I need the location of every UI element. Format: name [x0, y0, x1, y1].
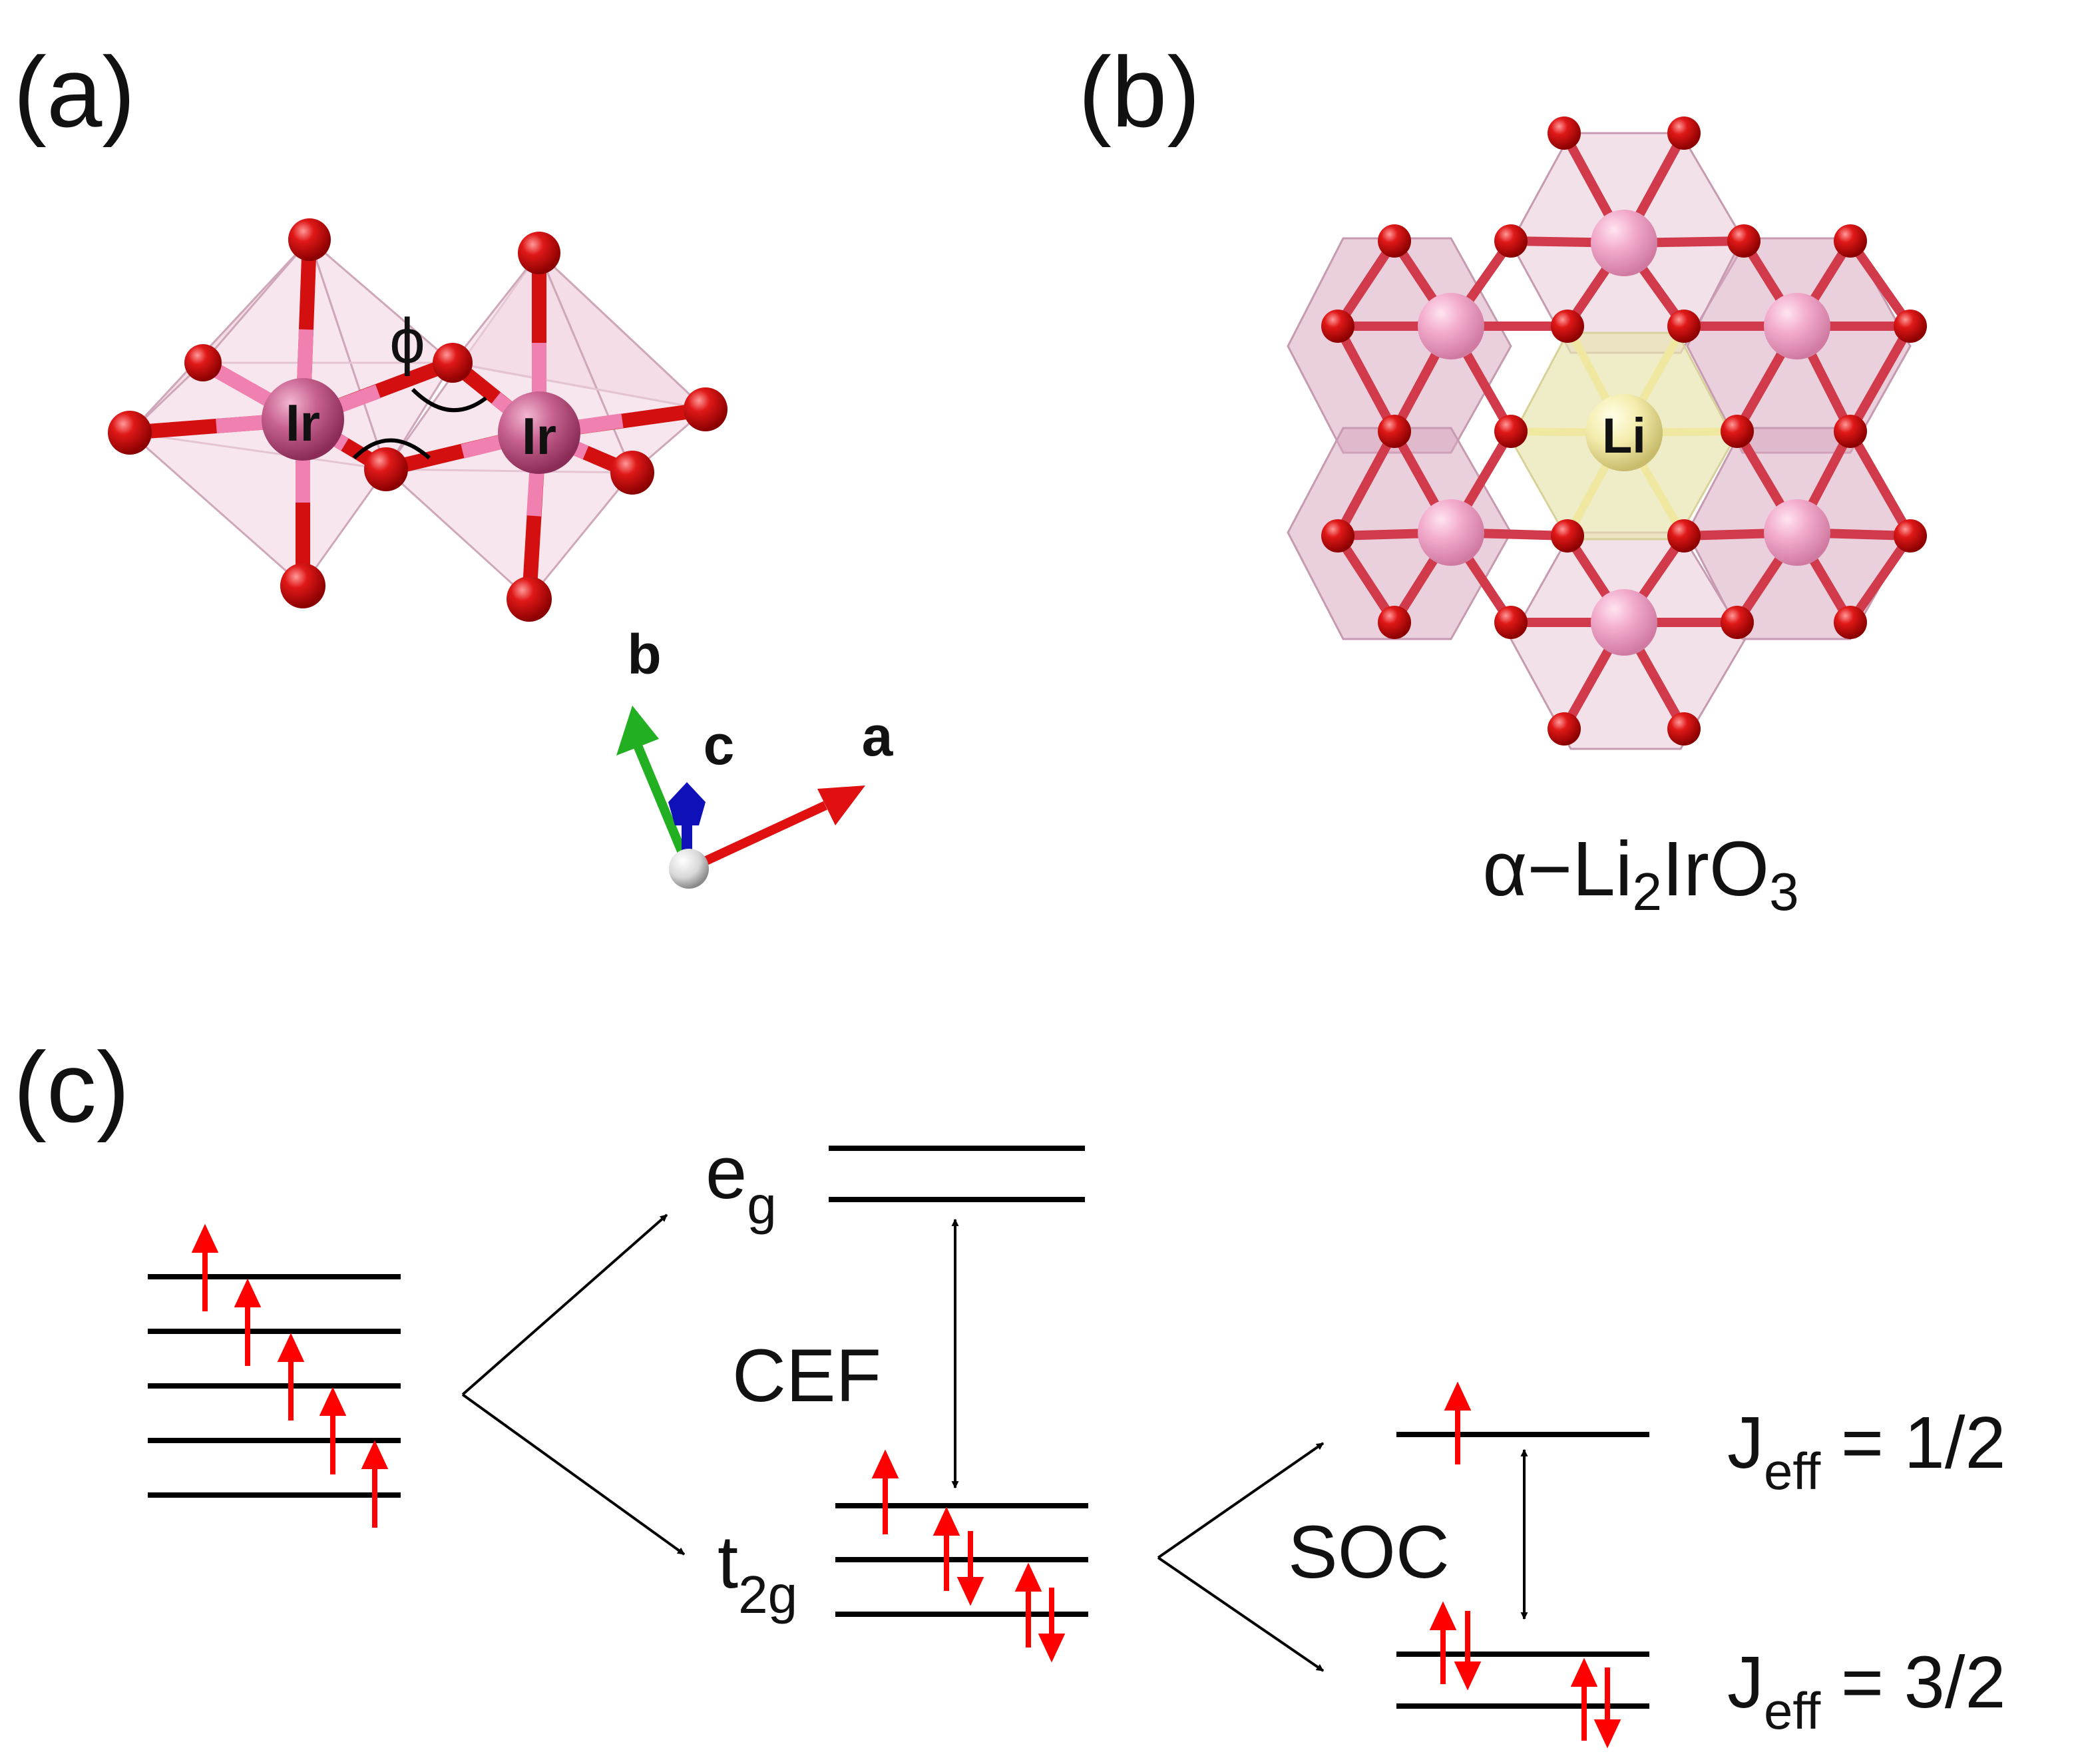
soc-split-arrow-down — [1157, 1556, 1325, 1672]
spin-up-arrow — [1570, 1657, 1598, 1741]
panel-label-c: (c) — [13, 1031, 130, 1143]
split-arrow-to-eg — [461, 1213, 668, 1396]
li-atom — [1585, 394, 1663, 471]
d-orbital-levels — [148, 1274, 401, 1498]
spin-up-arrow — [1429, 1601, 1457, 1684]
spin-down-arrow — [956, 1531, 984, 1606]
angle-arc-upper — [411, 387, 487, 413]
axis-a-arrowhead — [817, 785, 865, 825]
panel-a-structure: Ir Ir ϕ — [108, 218, 727, 622]
honeycomb-oxygen-atoms — [1321, 116, 1927, 746]
formula-label: α−Li2IrO3 — [1482, 825, 1798, 921]
li-label: Li — [1602, 408, 1646, 463]
soc-label: SOC — [1288, 1510, 1450, 1594]
jeff-half-label: Jeff = 1/2 — [1727, 1402, 2006, 1500]
soc-split-arrow-up — [1157, 1442, 1325, 1559]
spin-up-arrow — [1014, 1562, 1042, 1648]
axis-b-arrow — [633, 744, 694, 871]
cef-label: CEF — [732, 1334, 881, 1417]
panel-b-structure: Li — [1287, 116, 1927, 750]
axis-c-label: c — [704, 714, 735, 776]
spin-down-arrow — [1593, 1667, 1621, 1749]
axis-c-arrowhead — [668, 782, 706, 825]
ir-atom-left — [262, 378, 344, 461]
panel-label-b: (b) — [1078, 36, 1200, 148]
spin-up-arrow — [277, 1333, 305, 1421]
angle-arc-lower — [352, 438, 431, 460]
spin-up-arrow — [1444, 1381, 1472, 1464]
ir-atom-right — [498, 391, 580, 474]
axis-b-label: b — [627, 623, 661, 686]
spin-up-arrow — [191, 1223, 219, 1311]
angle-phi-label: ϕ — [389, 306, 425, 377]
crystal-axes: b c a — [616, 623, 894, 889]
axis-a-arrow — [687, 801, 827, 873]
iridium-atoms — [262, 378, 580, 474]
axes-origin-sphere — [669, 849, 709, 889]
eg-levels — [829, 1146, 1085, 1202]
t2g-label: t2g — [718, 1520, 797, 1624]
axis-b-arrowhead — [616, 706, 659, 756]
spin-up-arrow — [871, 1449, 899, 1534]
spin-up-arrow — [319, 1387, 347, 1474]
eg-label: eg — [706, 1131, 777, 1235]
t2g-levels — [835, 1503, 1088, 1617]
panel-c-diagram: eg CEF t2g SOC Jeff = 1/2 Jeff = 3/2 — [148, 1131, 2006, 1749]
split-arrow-to-t2g — [461, 1393, 686, 1556]
octahedra-edges — [129, 361, 706, 474]
spin-up-arrow — [361, 1440, 389, 1528]
jeff-three-half-label: Jeff = 3/2 — [1727, 1642, 2006, 1740]
ir-label-left: Ir — [286, 393, 320, 452]
oxygen-atoms — [108, 218, 727, 622]
panel-label-a: (a) — [13, 36, 135, 148]
spin-down-arrow — [1454, 1611, 1482, 1691]
axis-a-label: a — [862, 705, 894, 768]
ir-label-right: Ir — [522, 407, 556, 465]
spin-up-arrow — [234, 1278, 262, 1366]
honeycomb-iridium-atoms — [1418, 210, 1830, 656]
spin-up-arrow — [933, 1506, 960, 1591]
spin-arrows — [191, 1223, 1621, 1749]
spin-down-arrow — [1038, 1588, 1066, 1663]
